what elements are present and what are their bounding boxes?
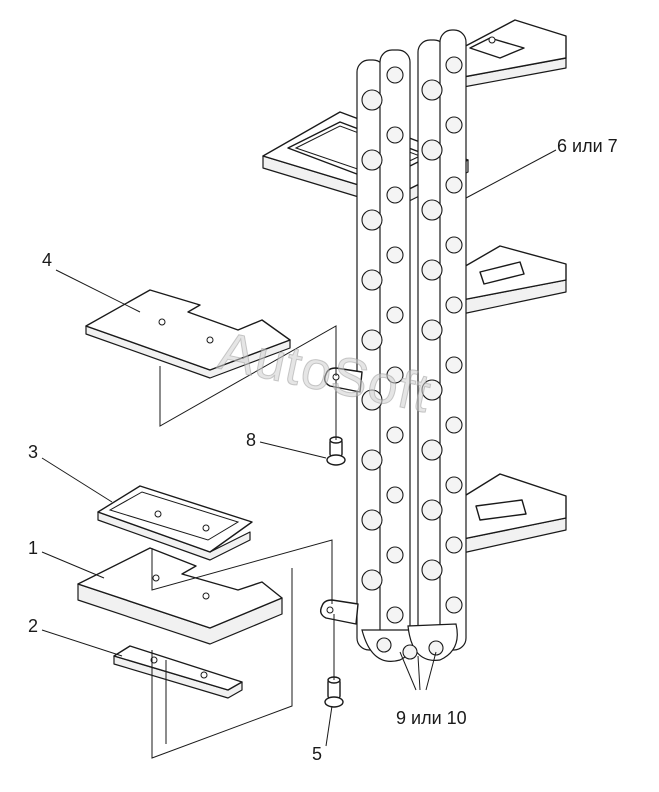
callout-3: 3 bbox=[28, 442, 38, 462]
flight-plate-top bbox=[457, 19, 567, 89]
chain-bottom-links bbox=[361, 623, 458, 662]
callout-6-or-7: 6 или 7 bbox=[557, 136, 618, 156]
part-3-pad bbox=[97, 485, 253, 561]
chain-bracket-lower bbox=[319, 599, 359, 625]
assembly-lines bbox=[151, 325, 337, 759]
callout-4: 4 bbox=[42, 250, 52, 270]
part-2-strip bbox=[113, 645, 243, 699]
leader-lines bbox=[41, 149, 557, 747]
part-1-plate bbox=[77, 547, 283, 645]
chain-strand-right bbox=[417, 29, 467, 651]
callout-5: 5 bbox=[312, 744, 322, 764]
part-5-bolt bbox=[324, 676, 344, 708]
chain-assembly bbox=[262, 19, 567, 662]
callout-8: 8 bbox=[246, 430, 256, 450]
flight-plate-lower bbox=[457, 473, 567, 555]
callout-9-or-10: 9 или 10 bbox=[396, 708, 467, 728]
callout-2: 2 bbox=[28, 616, 38, 636]
part-8-bolt bbox=[326, 436, 346, 466]
callout-1: 1 bbox=[28, 538, 38, 558]
flight-plate-middle bbox=[461, 245, 567, 315]
chain-strand-left bbox=[356, 49, 411, 651]
